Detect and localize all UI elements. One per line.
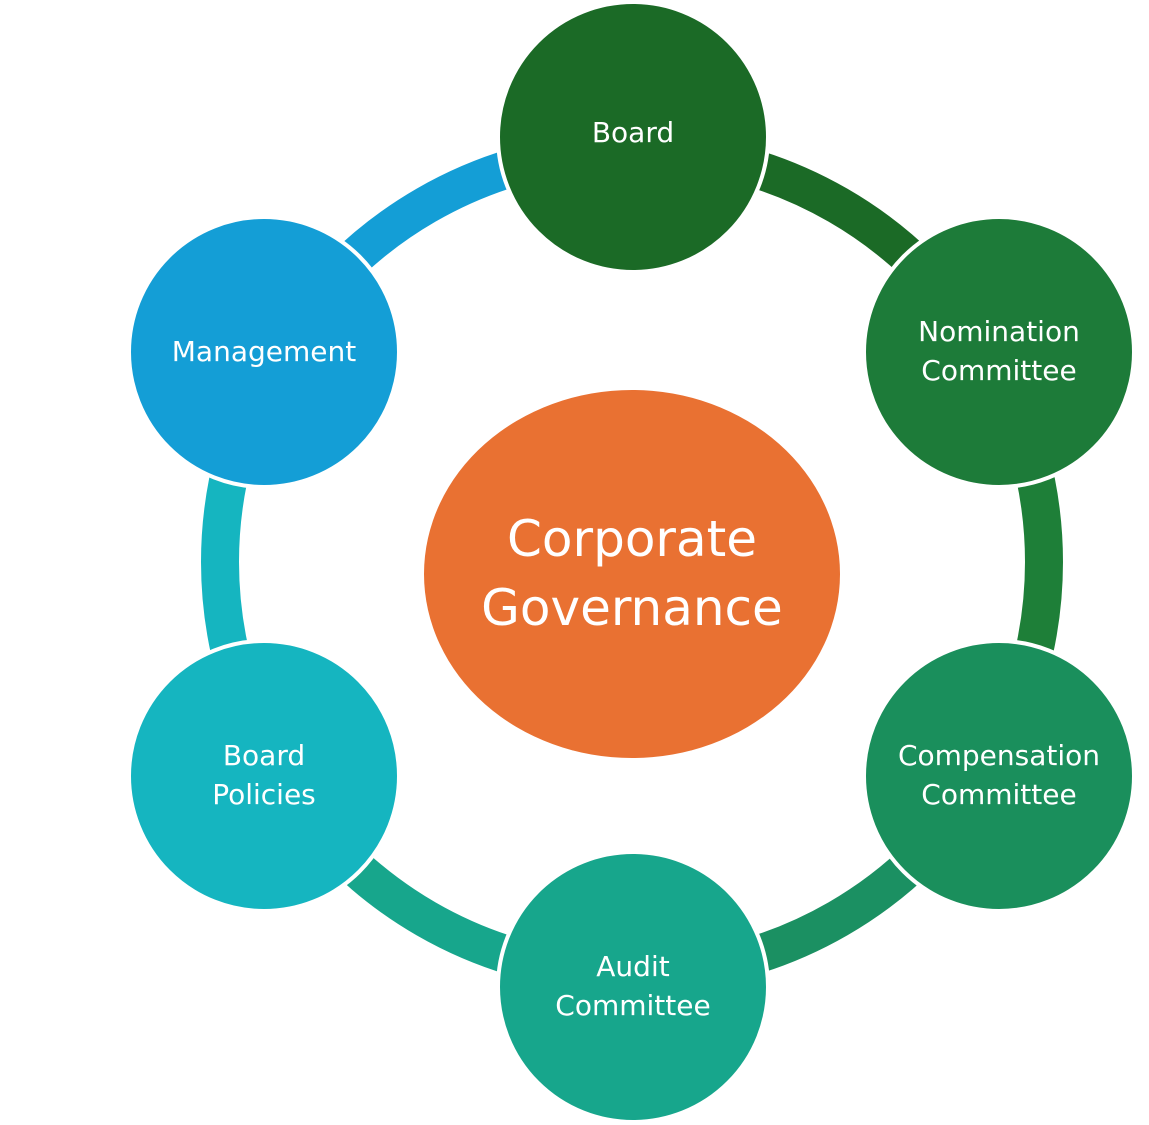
node-board-policies-label: Board Policies — [212, 739, 316, 811]
node-nomination-committee-label: Nomination Committee — [918, 315, 1080, 387]
node-management-label: Management — [171, 334, 357, 368]
center-node-corporate-governance: Corporate Governance — [424, 390, 840, 758]
node-management: Management — [127, 215, 401, 489]
node-board-label: Board — [591, 115, 675, 149]
node-board: Board — [496, 0, 770, 274]
center-node-label: Corporate Governance — [481, 510, 783, 637]
node-nomination-committee: Nomination Committee — [862, 215, 1136, 489]
node-audit-committee-label: Audit Committee — [555, 950, 711, 1022]
node-board-policies: Board Policies — [127, 639, 401, 913]
node-compensation-committee: Compensation Committee — [862, 639, 1136, 913]
node-audit-committee: Audit Committee — [496, 850, 770, 1124]
node-compensation-committee-label: Compensation Committee — [897, 739, 1101, 811]
